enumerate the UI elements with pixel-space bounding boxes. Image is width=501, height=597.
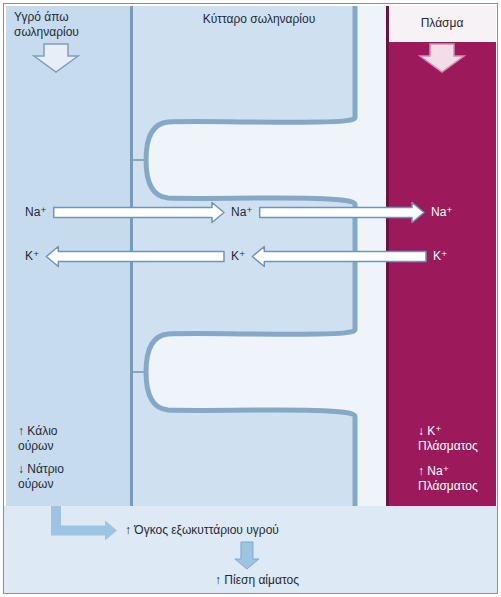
- transport-arrow: [260, 203, 424, 223]
- transport-arrow: [46, 247, 224, 267]
- text-holder: ↓ Νάτριο ούρων: [18, 462, 80, 492]
- plasma-header: [388, 6, 496, 42]
- frame: [4, 4, 498, 594]
- text-holder: ↑ Na⁺ Πλάσματος: [418, 464, 492, 494]
- text-holder: ↓ K⁺ Πλάσματος: [418, 424, 492, 454]
- node-text: Na⁺: [428, 204, 456, 221]
- ion-label: Na⁺: [22, 204, 50, 221]
- tubular-fluid-column: Υγρό άπω σωληναρίου ↑ Κάλιο ούρων ↓ Νάτριο…: [6, 6, 130, 506]
- extracellular-band: [4, 506, 497, 594]
- transport-arrow: [235, 542, 259, 569]
- text-holder: Κύτταρο σωληναρίου: [173, 12, 345, 27]
- column-heading: Υγρό άπω σωληναρίου: [14, 10, 124, 40]
- ion-label: K⁺: [22, 248, 42, 265]
- flow-arrow: [420, 44, 464, 72]
- transport-arrow: [56, 506, 117, 541]
- outcome-label: ↑ Πίεση αίματος: [212, 572, 302, 589]
- ion-label: Na⁺: [228, 204, 256, 221]
- plasma-column: Πλάσμα ↓ K⁺ Πλάσματος ↑ Na⁺ Πλάσματος Na⁺ K⁺: [388, 6, 496, 506]
- column-heading: Κύτταρο σωληναρίου: [173, 12, 345, 27]
- node-text: ↑ Όγκος εξωκυττάριου υγρού: [122, 522, 282, 539]
- effect-text: ↑ Na⁺ Πλάσματος: [418, 464, 492, 494]
- text-holder: Υγρό άπω σωληναρίου: [14, 10, 124, 40]
- effect-text: ↓ Νάτριο ούρων: [18, 462, 80, 492]
- node-text: Na⁺: [22, 204, 50, 221]
- tubular-cell: Κύτταρο σωληναρίουNa⁺ K⁺: [133, 6, 385, 506]
- plasma-band: [388, 42, 496, 506]
- transport-arrow: [252, 247, 426, 267]
- node-text: K⁺: [430, 248, 450, 265]
- ion-label: Na⁺: [428, 204, 456, 221]
- outcome-label: ↑ Όγκος εξωκυττάριου υγρού: [122, 522, 282, 539]
- node-text: ↑ Πίεση αίματος: [212, 572, 302, 589]
- ion-label: K⁺: [430, 248, 450, 265]
- text-holder: Πλάσμα: [392, 16, 492, 31]
- flow-arrow: [34, 44, 78, 72]
- junction: [133, 159, 146, 161]
- node-text: Na⁺: [228, 204, 256, 221]
- column-heading: Πλάσμα: [392, 16, 492, 31]
- ion-label: K⁺: [228, 248, 248, 265]
- node-text: K⁺: [228, 248, 248, 265]
- junction: [133, 371, 146, 373]
- node-text: K⁺: [22, 248, 42, 265]
- text-holder: ↑ Κάλιο ούρων: [18, 424, 80, 454]
- effect-text: ↓ K⁺ Πλάσματος: [418, 424, 492, 454]
- transport-arrow: [54, 203, 224, 223]
- effect-text: ↑ Κάλιο ούρων: [18, 424, 80, 454]
